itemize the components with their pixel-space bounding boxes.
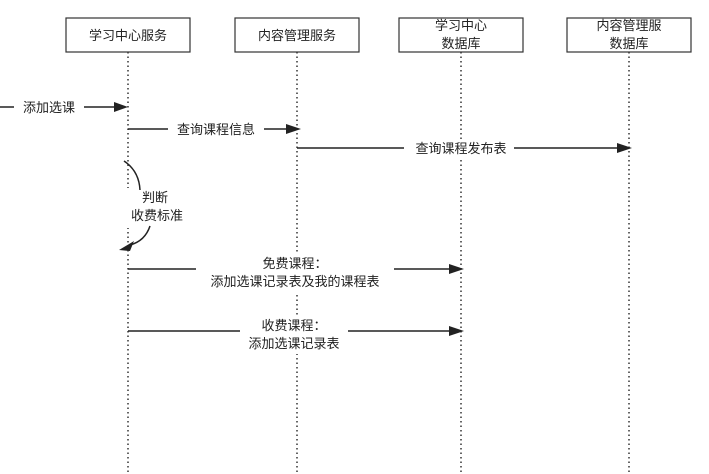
label-background [123, 188, 203, 228]
lifeline-label-line-2: 数据库 [609, 36, 648, 52]
lifeline-label-line-1: 学习中心 [435, 18, 487, 34]
label-background [404, 139, 514, 157]
arrowhead-icon [286, 124, 301, 134]
message-label-line-1: 收费课程： [261, 319, 326, 334]
arrowhead-icon [119, 241, 134, 251]
label-background [14, 98, 84, 116]
message-label-line-1: 判断 [142, 191, 168, 206]
message-label: 添加选课 [23, 101, 75, 116]
lifeline-label-line-1: 内容管理服 [596, 18, 661, 34]
label-background [240, 316, 348, 354]
lifeline-label: 内容管理服务 [258, 28, 336, 44]
message-free-course: 免费课程： 添加选课记录表及我的课程表 [128, 254, 464, 292]
message-label: 查询课程发布表 [415, 141, 506, 157]
arrowhead-icon [449, 264, 464, 274]
label-background [168, 120, 264, 138]
lifeline-content-management-service: 内容管理服务 [234, 17, 360, 53]
label-background [196, 254, 394, 292]
lifeline-box [234, 17, 360, 53]
lifeline-label-line-2: 数据库 [441, 36, 480, 52]
lifeline-box [398, 17, 524, 53]
lifeline-label: 学习中心服务 [89, 28, 167, 44]
lifeline-box [65, 17, 191, 53]
lifeline-box [566, 17, 692, 53]
message-label-line-2: 添加选课记录表 [248, 337, 339, 352]
lifeline-learning-center-service: 学习中心服务 [65, 17, 191, 53]
self-message-arc-top [123, 160, 141, 191]
message-query-course-publish-table: 查询课程发布表 [297, 139, 632, 157]
arrowhead-icon [617, 143, 632, 153]
message-label-line-2: 收费标准 [131, 209, 183, 224]
arrowhead-icon [114, 102, 128, 112]
message-judge-fee-standard: 判断 收费标准 [119, 160, 203, 251]
message-query-course-info: 查询课程信息 [128, 120, 301, 138]
message-label: 查询课程信息 [177, 122, 255, 138]
lifeline-content-db: 内容管理服 数据库 [566, 17, 692, 53]
message-add-course: 添加选课 [0, 98, 128, 116]
message-paid-course: 收费课程： 添加选课记录表 [128, 316, 464, 354]
lifeline-learning-center-db: 学习中心 数据库 [398, 17, 524, 53]
arrowhead-icon [449, 326, 464, 336]
message-label-line-2: 添加选课记录表及我的课程表 [210, 274, 379, 290]
message-label-line-1: 免费课程： [262, 257, 327, 272]
